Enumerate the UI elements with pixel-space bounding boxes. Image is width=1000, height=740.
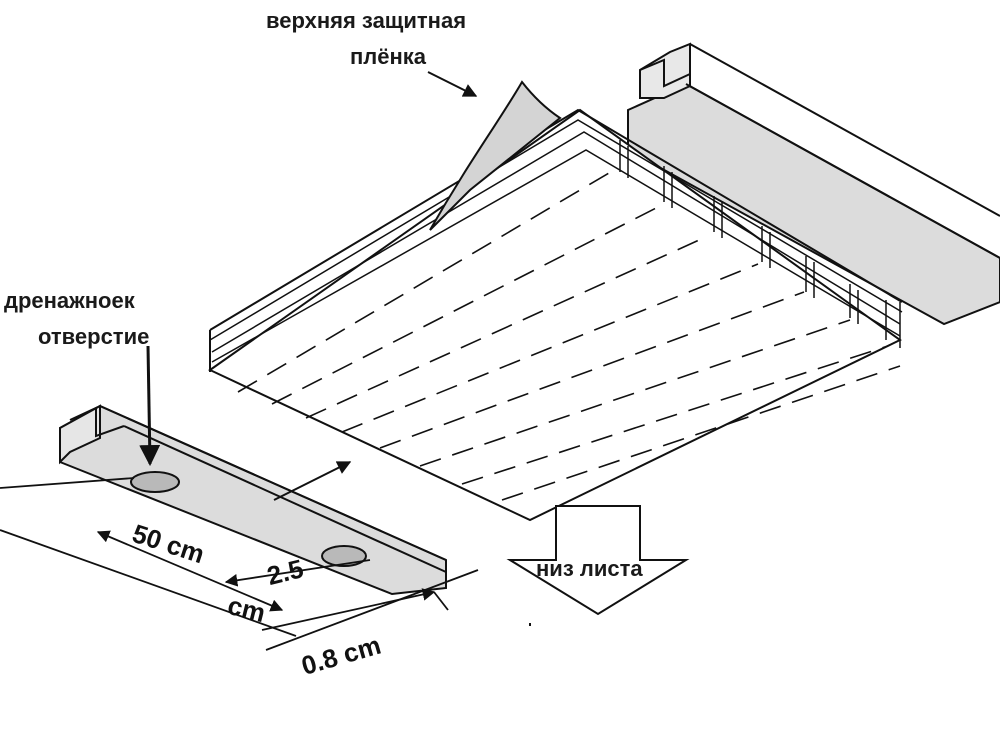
drain-hole (130, 471, 180, 493)
drain-hole (321, 545, 367, 567)
insert-arrow (273, 461, 352, 501)
drain-arrow (139, 345, 161, 467)
multiwall-sheet (208, 108, 903, 522)
top-end-profile (627, 42, 1000, 326)
label-bottom-sheet: низ листа (536, 556, 643, 581)
label-top-film-line2: плёнка (350, 44, 427, 69)
bottom-side-arrow (506, 505, 690, 616)
protective-film (429, 80, 562, 231)
label-drain-line1: дренажноек (4, 288, 135, 313)
label-drain-line2: отверстие (38, 324, 150, 349)
dimension-lines (0, 477, 479, 651)
label-top-film-line1: верхняя защитная (266, 8, 467, 33)
film-arrow (427, 71, 478, 97)
